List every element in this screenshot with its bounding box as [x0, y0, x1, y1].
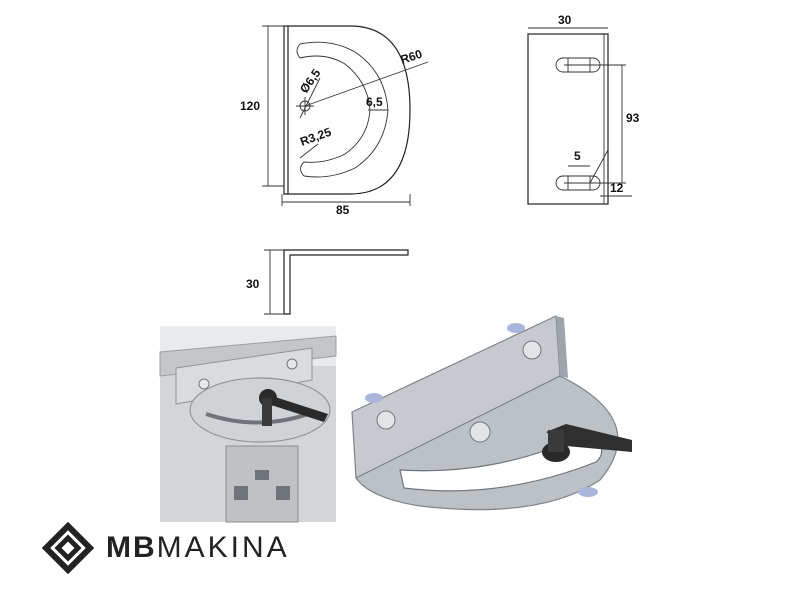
side-outline: [527, 33, 609, 205]
bottom-height-label: 30: [246, 277, 260, 291]
side-spacing-label: 93: [626, 111, 640, 125]
photo-disc: [189, 377, 331, 443]
front-height-label: 120: [240, 99, 260, 113]
side-edge-label: 12: [610, 181, 624, 195]
arc-slot-end-top: [296, 43, 301, 59]
product-render: [351, 315, 632, 511]
bottom-view: 30: [246, 249, 409, 315]
radius-label: R60: [399, 47, 425, 67]
slot-radius-leader: [299, 143, 319, 159]
brand-name-rest: MAKINA: [156, 531, 290, 564]
render-arc-slot: [399, 431, 603, 492]
render-center-screw: [469, 421, 491, 443]
aluminium-profile: [225, 445, 299, 523]
side-slot-label: 5: [574, 149, 581, 163]
slot-width-label: 6,5: [366, 95, 383, 109]
hole-label: Ø6,5: [297, 66, 324, 96]
l-profile: [283, 249, 409, 315]
arc-slot-end-bottom: [300, 161, 305, 177]
product-photo: [159, 326, 337, 523]
render-screw-right: [522, 340, 542, 360]
front-view: 120 85 R60 Ø6,5 6,5 R3,25: [240, 25, 429, 217]
radius-leader: [304, 61, 429, 107]
brand-name-bold: MB: [106, 531, 157, 564]
side-view: 30 93 5 12: [527, 13, 640, 205]
brand-name: MBMAKINA: [106, 531, 290, 565]
front-outline: [283, 25, 411, 195]
render-screw-left: [376, 410, 396, 430]
side-width-label: 30: [558, 13, 572, 27]
brand-logo: MBMAKINA: [42, 522, 290, 574]
hole-leader: [299, 77, 321, 119]
front-width-label: 85: [336, 203, 350, 217]
mb-logo-icon: [42, 522, 94, 574]
